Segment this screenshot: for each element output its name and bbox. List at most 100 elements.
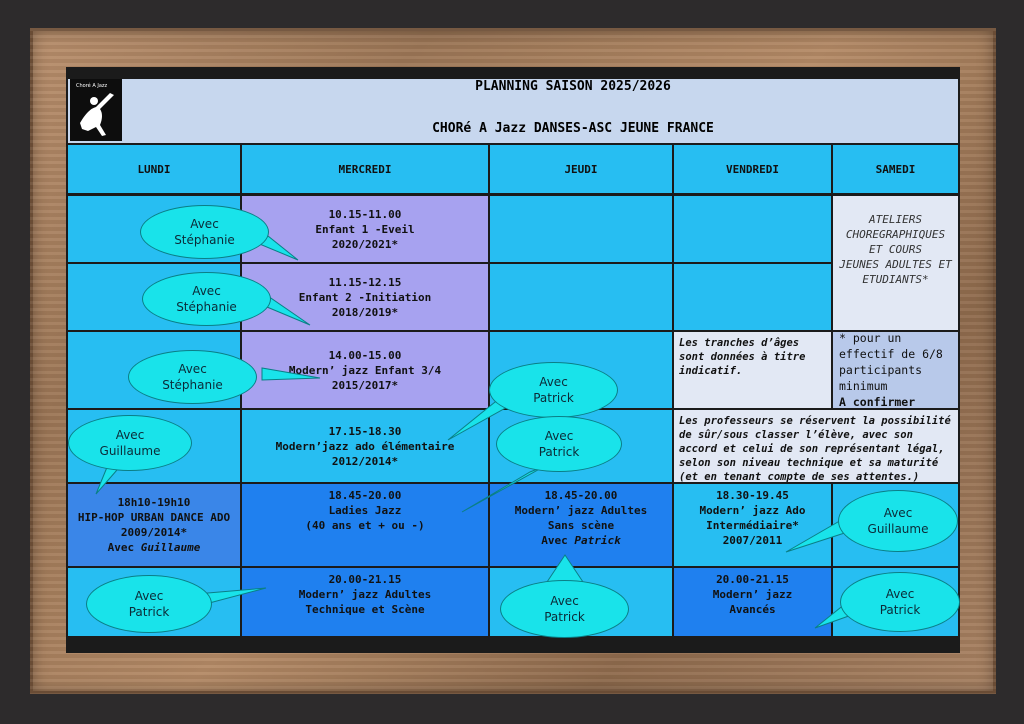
workshops-line: ATELIERS <box>869 213 922 226</box>
slot-mercredi-3: 14.00-15.00 Modern’ jazz Enfant 3/4 2015… <box>240 330 490 410</box>
slot-detail: (40 ans et + ou -) <box>305 519 425 532</box>
teacher-prefix: Avec <box>541 534 575 547</box>
slot-time: 10.15-11.00 <box>328 207 402 221</box>
slot-time: 20.00-21.15 <box>716 573 789 586</box>
saturday-capacity-note: * pour un effectif de 6/8 participants m… <box>831 330 960 410</box>
slot-level: Avancés <box>729 603 776 616</box>
slot-course: Modern’ jazz Adultes <box>298 588 432 601</box>
bubble-prefix: Avec <box>190 217 219 231</box>
page-title: PLANNING SAISON 2025/2026 <box>475 79 671 94</box>
slot-mercredi-2: 11.15-12.15 Enfant 2 -Initiation 2018/20… <box>240 262 490 332</box>
slot-vendredi-5: 18.30-19.45 Modern’ jazz Ado Intermédiai… <box>672 482 833 568</box>
day-header-lundi: LUNDI <box>66 143 242 195</box>
teacher-bubble-patrick: Avec Patrick <box>489 362 618 418</box>
slot-lundi-5: 18h10-19h10 HIP-HOP URBAN DANCE ADO 2009… <box>66 482 242 568</box>
slot-mercredi-5: 18.45-20.00 Ladies Jazz (40 ans et + ou … <box>240 482 490 568</box>
teacher-name: Patrick <box>574 534 621 547</box>
capacity-line: effectif de 6/8 <box>839 347 943 361</box>
slot-course: HIP-HOP URBAN DANCE ADO <box>77 511 231 524</box>
teacher-bubble-patrick: Avec Patrick <box>86 575 212 633</box>
teacher-bubble-patrick: Avec Patrick <box>496 416 622 472</box>
schedule-board: Choré A Jazz PLANNING SAISON 2025/2026 C… <box>66 67 960 653</box>
club-logo: Choré A Jazz <box>70 79 122 141</box>
teacher-bubble-stephanie: Avec Stéphanie <box>142 272 271 326</box>
slot-vendredi-6: 20.00-21.15 Modern’ jazz Avancés <box>672 566 833 638</box>
slot-years: 2020/2021* <box>331 237 399 251</box>
bubble-teacher: Patrick <box>538 445 580 459</box>
slot-course: Modern’ jazz <box>712 588 793 601</box>
slot-level: Intermédiaire* <box>706 519 799 532</box>
bubble-prefix: Avec <box>550 594 579 608</box>
slot-teacher: Avec Guillaume <box>108 540 201 555</box>
teacher-name: Guillaume <box>140 541 201 554</box>
workshops-line: ETUDIANTS* <box>862 273 929 286</box>
bubble-teacher: Stéphanie <box>176 300 237 314</box>
day-header-samedi: SAMEDI <box>831 143 960 195</box>
capacity-confirm: A confirmer <box>839 395 916 409</box>
schedule-grid: Choré A Jazz PLANNING SAISON 2025/2026 C… <box>66 67 960 653</box>
slot-jeudi-2 <box>488 262 674 332</box>
teacher-bubble-patrick: Avec Patrick <box>840 572 960 632</box>
slot-course: Modern’ jazz Enfant 3/4 <box>288 363 442 377</box>
slot-time: 18h10-19h10 <box>117 496 191 509</box>
capacity-line: participants <box>839 363 923 377</box>
slot-jeudi-1 <box>488 194 674 264</box>
slot-time: 18.45-20.00 <box>544 489 618 502</box>
bubble-prefix: Avec <box>883 506 913 520</box>
slot-years: 2009/2014* <box>120 526 188 539</box>
day-header-jeudi: JEUDI <box>488 143 674 195</box>
saturday-workshops: ATELIERS CHOREGRAPHIQUES ET COURS JEUNES… <box>831 194 960 332</box>
slot-time: 18.45-20.00 <box>328 489 402 502</box>
bubble-prefix: Avec <box>178 362 207 376</box>
slot-course: Modern’ jazz Ado <box>699 504 806 517</box>
slot-mercredi-6: 20.00-21.15 Modern’ jazz Adultes Techniq… <box>240 566 490 638</box>
bubble-prefix: Avec <box>192 284 221 298</box>
bubble-prefix: Avec <box>115 428 145 442</box>
bubble-teacher: Patrick <box>128 605 170 619</box>
age-range-note: Les tranches d’âges sont données à titre… <box>672 330 833 410</box>
slot-time: 18.30-19.45 <box>716 489 789 502</box>
bubble-prefix: Avec <box>885 587 915 601</box>
teacher-bubble-patrick: Avec Patrick <box>500 580 629 638</box>
slot-detail: Technique et Scène <box>305 603 425 616</box>
bubble-prefix: Avec <box>134 589 164 603</box>
bubble-teacher: Patrick <box>533 391 574 405</box>
slot-time: 11.15-12.15 <box>328 275 402 289</box>
day-header-vendredi: VENDREDI <box>672 143 833 195</box>
bubble-teacher: Patrick <box>879 603 921 617</box>
slot-course: Enfant 2 -Initiation <box>298 290 432 304</box>
slot-mercredi-4: 17.15-18.30 Modern’jazz ado élémentaire … <box>240 408 490 484</box>
svg-text:Choré A Jazz: Choré A Jazz <box>76 82 108 89</box>
bubble-prefix: Avec <box>544 429 574 443</box>
day-header-mercredi: MERCREDI <box>240 143 490 195</box>
capacity-line: * pour un <box>839 331 902 345</box>
slot-jeudi-5: 18.45-20.00 Modern’ jazz Adultes Sans sc… <box>488 482 674 568</box>
slot-time: 17.15-18.30 <box>328 424 402 438</box>
slot-detail: Sans scène <box>547 519 615 532</box>
teacher-bubble-guillaume: Avec Guillaume <box>68 415 192 471</box>
bubble-teacher: Stéphanie <box>174 233 235 247</box>
slot-vendredi-2 <box>672 262 833 332</box>
workshops-line: ET COURS <box>869 243 922 256</box>
slot-course: Enfant 1 -Eveil <box>315 222 415 236</box>
bubble-teacher: Guillaume <box>867 522 929 536</box>
slot-time: 20.00-21.15 <box>328 573 402 586</box>
slot-years: 2012/2014* <box>331 454 399 468</box>
teacher-bubble-stephanie: Avec Stéphanie <box>128 350 257 404</box>
slot-course: Modern’jazz ado élémentaire <box>275 439 455 453</box>
teacher-bubble-guillaume: Avec Guillaume <box>838 490 958 552</box>
slot-years: 2007/2011 <box>722 534 783 547</box>
slot-teacher: Avec Patrick <box>541 533 620 548</box>
page-subtitle: CHORé A Jazz DANSES-ASC JEUNE FRANCE <box>432 121 714 136</box>
workshops-line: JEUNES ADULTES ET <box>839 258 952 271</box>
slot-vendredi-1 <box>672 194 833 264</box>
slot-mercredi-1: 10.15-11.00 Enfant 1 -Eveil 2020/2021* <box>240 194 490 264</box>
bubble-teacher: Stéphanie <box>162 378 223 392</box>
slot-years: 2018/2019* <box>331 305 399 319</box>
bubble-teacher: Guillaume <box>99 444 161 458</box>
slot-course: Modern’ jazz Adultes <box>514 504 648 517</box>
dancer-logo-icon: Choré A Jazz <box>76 82 114 136</box>
capacity-line: minimum <box>839 379 888 393</box>
teachers-note: Les professeurs se réservent la possibil… <box>672 408 960 484</box>
slot-years: 2015/2017* <box>331 378 399 392</box>
